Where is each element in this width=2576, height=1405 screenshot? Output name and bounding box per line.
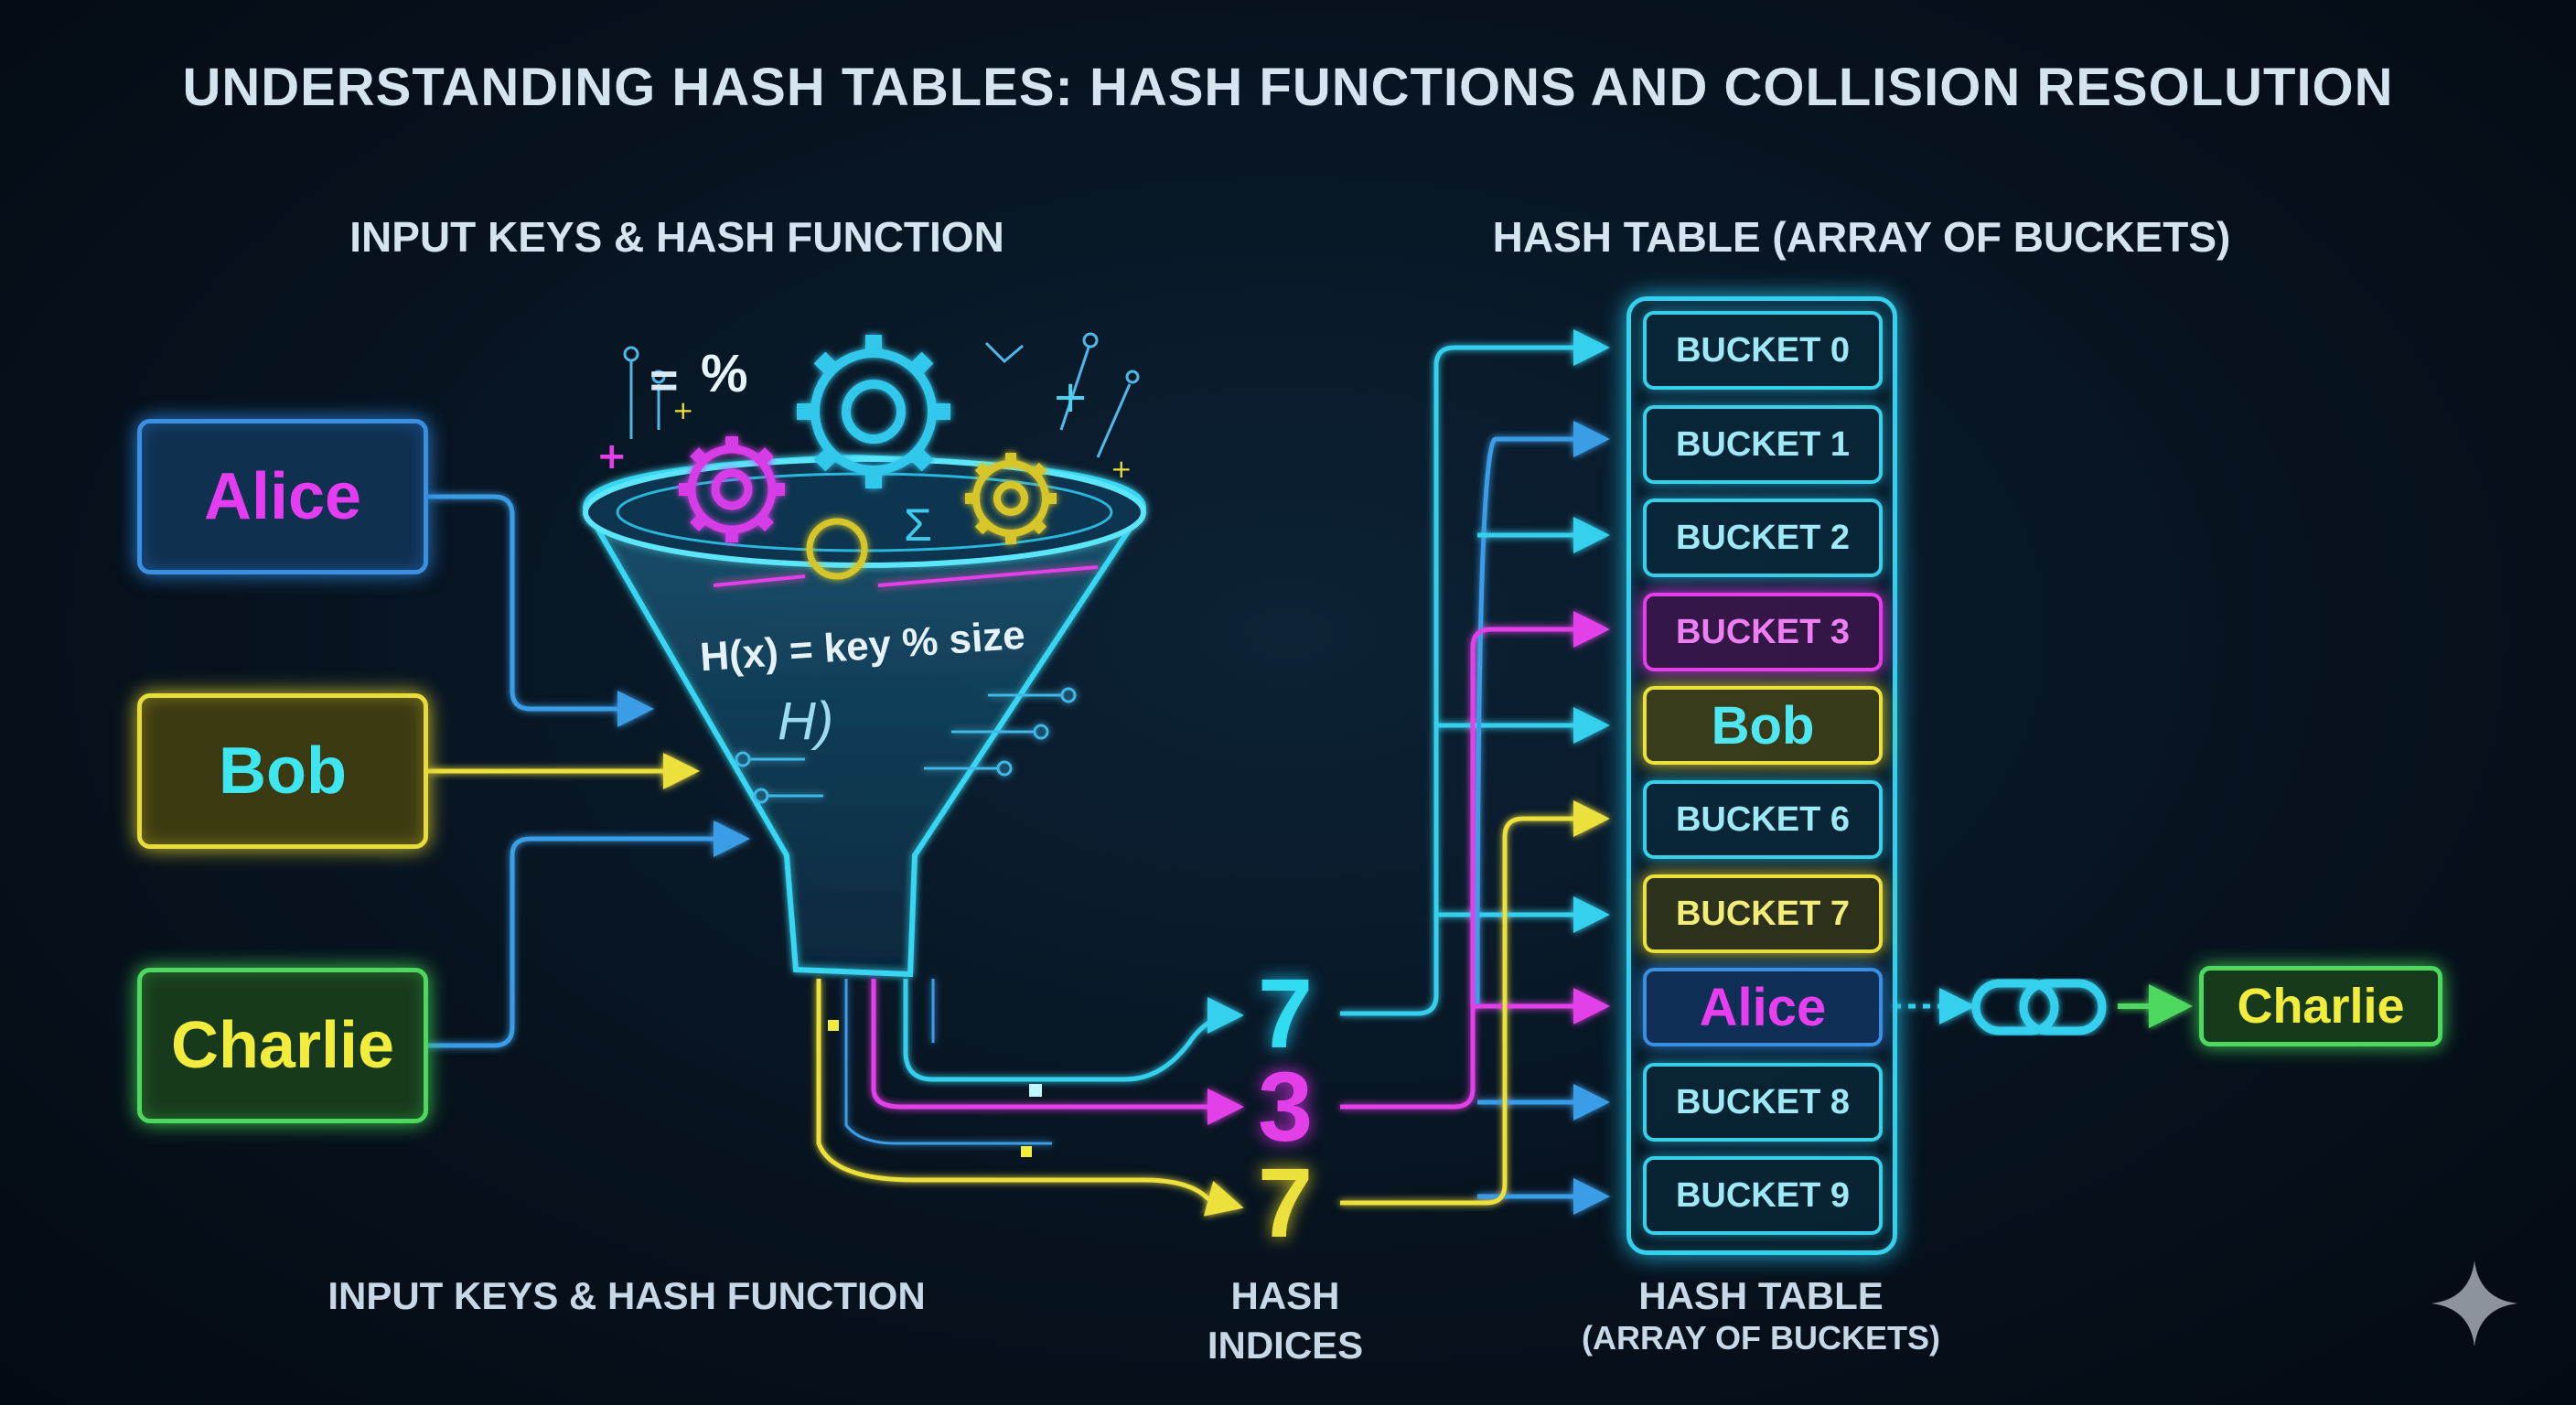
hash-index-charlie: 7 [1257, 1147, 1314, 1258]
percent-symbol: % [701, 344, 748, 403]
hash-index-bob: 3 [1257, 1051, 1314, 1162]
key-charlie: Charlie [137, 968, 428, 1123]
bucket-6: BUCKET 6 [1643, 780, 1883, 859]
chained-entry-charlie: Charlie [2199, 966, 2442, 1046]
bucket-3: BUCKET 3 [1643, 593, 1883, 671]
sigma-symbol: Σ [904, 499, 932, 551]
bucket-1: BUCKET 1 [1643, 405, 1883, 484]
bottom-left-label: INPUT KEYS & HASH FUNCTION [327, 1274, 926, 1317]
right-heading: HASH TABLE (ARRAY OF BUCKETS) [1492, 213, 2231, 261]
sparkle-icon [2431, 1260, 2517, 1346]
bucket-9: BUCKET 9 [1643, 1156, 1883, 1235]
hash-symbol: H) [778, 692, 834, 751]
arrow-charlie-to-funnel [428, 820, 750, 1048]
gear-icon [679, 335, 1057, 580]
hash-table-label-line1: HASH TABLE [1638, 1274, 1884, 1317]
left-heading: INPUT KEYS & HASH FUNCTION [349, 213, 1004, 261]
key-alice: Alice [137, 419, 428, 574]
bucket-8: BUCKET 8 [1643, 1063, 1883, 1142]
trace-cyan [903, 979, 1244, 1082]
hash-table-frame [1626, 296, 1897, 1255]
key-bob: Bob [137, 693, 428, 849]
svg-text:+: + [1052, 371, 1089, 423]
bucket-0: BUCKET 0 [1643, 311, 1883, 390]
svg-text:+: + [1111, 454, 1132, 484]
funnel-icon [582, 454, 1147, 978]
hash-indices-label-line1: HASH [1230, 1274, 1340, 1317]
diagram-title: UNDERSTANDING HASH TABLES: HASH FUNCTION… [182, 58, 2394, 117]
bucket-alice: Alice [1643, 968, 1883, 1046]
hash-indices-label-line2: INDICES [1207, 1324, 1364, 1367]
bucket-2: BUCKET 2 [1643, 499, 1883, 577]
trace-magenta [871, 979, 1244, 1125]
route-second-7 [1340, 800, 1610, 1206]
route-3 [1340, 611, 1610, 1110]
svg-text:+: + [596, 435, 628, 477]
arrow-alice-to-funnel [428, 494, 654, 727]
svg-text:+: + [672, 395, 693, 425]
bucket-7: BUCKET 7 [1643, 874, 1883, 953]
hash-table-label-line2: (ARRAY OF BUCKETS) [1581, 1319, 1941, 1357]
trace-yellow [816, 979, 1244, 1217]
hash-index-alice: 7 [1257, 958, 1314, 1068]
chain-link-icon [1971, 979, 2107, 1035]
route-first-7 [1340, 329, 1610, 1016]
bucket-bob: Bob [1643, 686, 1883, 765]
equals-symbol: = [649, 353, 679, 408]
